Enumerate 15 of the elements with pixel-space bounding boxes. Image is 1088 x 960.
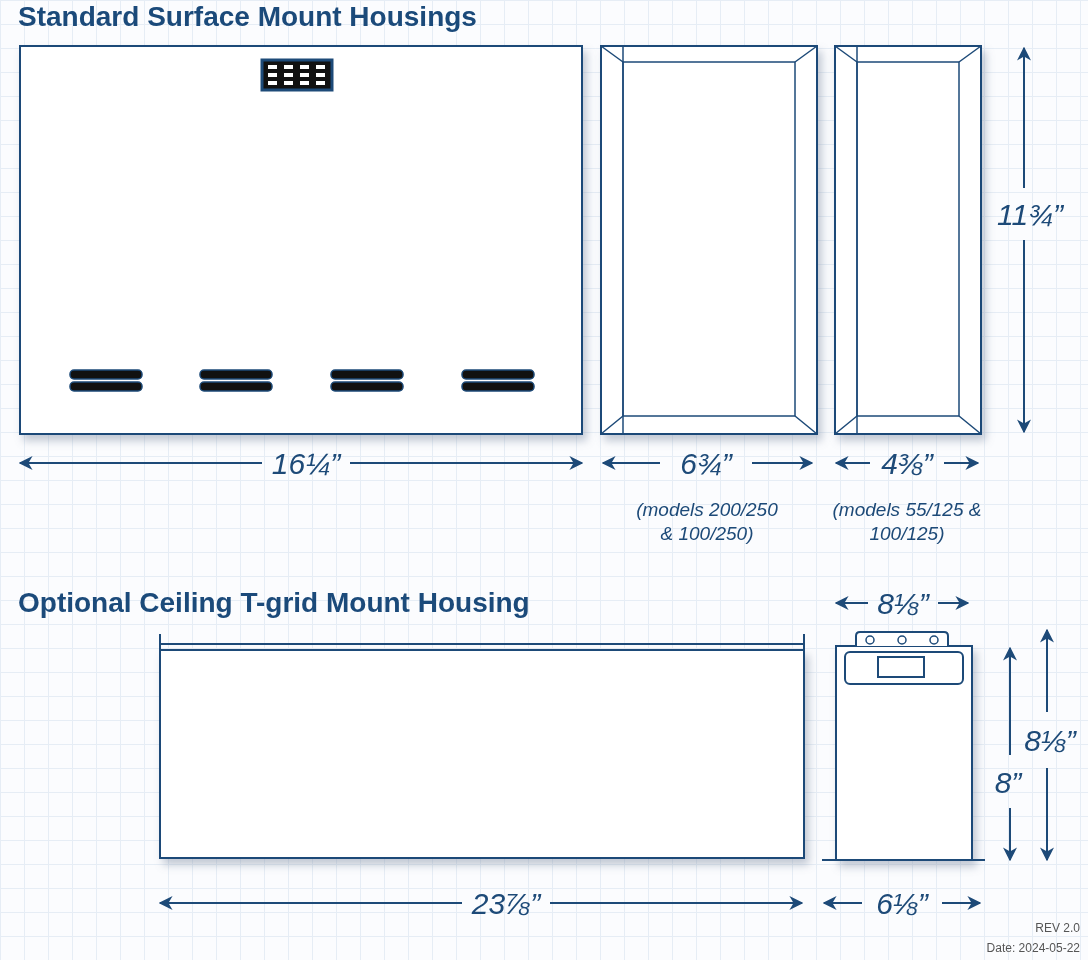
dimension-label: 4⅜” — [881, 446, 933, 480]
dimension-label: 6¾” — [680, 446, 732, 480]
model-note: (models 55/125 & 100/125) — [832, 498, 982, 546]
heading: Standard Surface Mount Housings — [18, 2, 477, 33]
model-note: (models 200/250 & 100/250) — [635, 498, 779, 546]
dimension-label: 16¼” — [271, 446, 341, 480]
dimension-label: 8⅛” — [1024, 723, 1076, 757]
dimension-label: 23⅞” — [471, 886, 541, 920]
dimension-label: 6⅛” — [876, 886, 928, 920]
dimension-label: 11¾” — [996, 197, 1064, 231]
date-note: Date: 2024-05-22 — [986, 942, 1080, 956]
dimension-label: 8” — [994, 765, 1022, 799]
dimension-label: 8⅛” — [877, 586, 929, 620]
heading: Optional Ceiling T-grid Mount Housing — [18, 588, 530, 619]
revision-note: REV 2.0 — [1035, 922, 1080, 936]
